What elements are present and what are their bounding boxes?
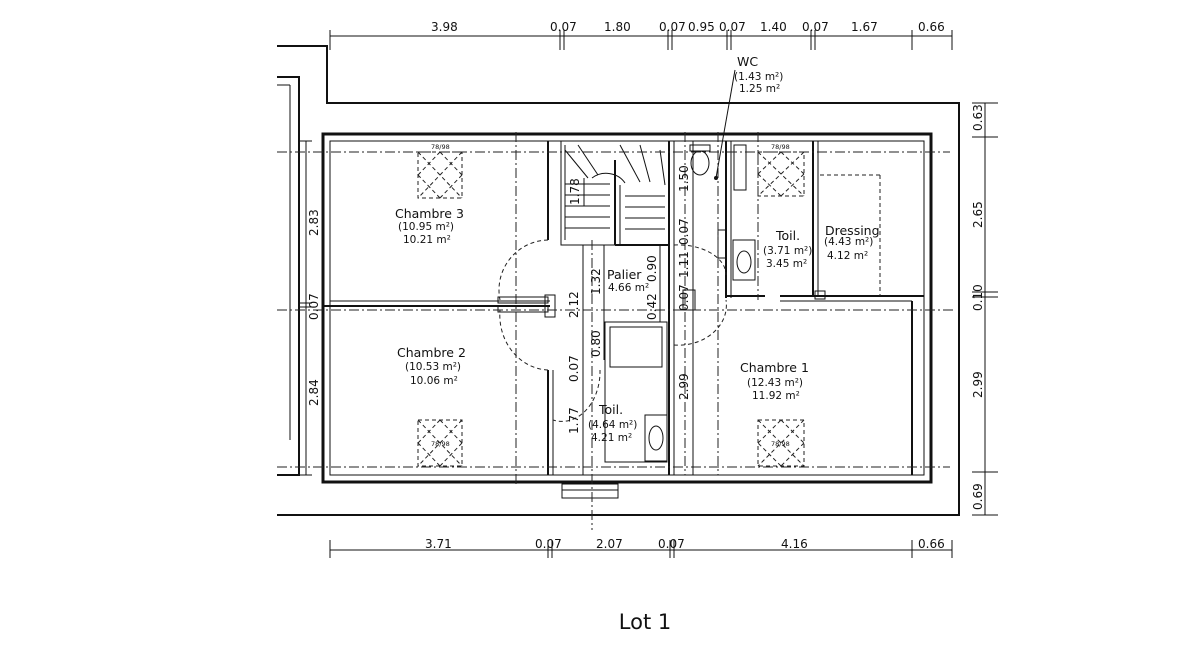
room-area-net: 4.21 m² <box>591 432 632 444</box>
dimension-label: 0.07 <box>719 20 746 34</box>
plan-title: Lot 1 <box>618 610 672 634</box>
dimension-label: 2.99 <box>971 371 985 398</box>
left-dimension-line: 2.83 0.07 2.84 <box>300 140 321 476</box>
interior-walls <box>321 132 933 499</box>
room-toilet-upper: Toil. (3.71 m²) 3.45 m² <box>763 228 812 270</box>
room-area-net: 3.45 m² <box>766 258 807 270</box>
inner-dimensions: 1.78 1.50 0.07 1.11 0.07 1.32 0.90 2.12 … <box>567 141 694 475</box>
dimension-label: 0.90 <box>645 255 659 282</box>
room-palier: Palier 4.66 m² <box>607 267 649 294</box>
dimension-label: 4.16 <box>781 537 808 551</box>
room-chambre2: Chambre 2 (10.53 m²) 10.06 m² <box>397 345 466 387</box>
dimension-label: 3.71 <box>425 537 452 551</box>
dimension-label: 0.07 <box>307 293 321 320</box>
room-area: 4.66 m² <box>608 282 649 294</box>
dimension-label: 2.12 <box>567 291 581 318</box>
room-area-gross: (4.43 m²) <box>824 236 873 248</box>
wc-leader-dot <box>714 176 718 180</box>
room-name: Chambre 1 <box>740 360 809 375</box>
room-area-gross: (10.95 m²) <box>398 221 454 233</box>
window-label: 78/98 <box>431 143 450 151</box>
dimension-label: 0.63 <box>971 104 985 131</box>
room-toilet-center: Toil. (4.64 m²) 4.21 m² <box>588 402 637 444</box>
room-dressing: Dressing (4.43 m²) 4.12 m² <box>824 223 880 262</box>
window-chambre2: 78/98 <box>417 419 463 467</box>
right-dimension-line: 0.63 2.65 0.10 2.99 0.69 <box>971 102 998 516</box>
room-area-net: 4.12 m² <box>827 250 868 262</box>
dimension-label: 1.32 <box>589 268 603 295</box>
room-area-gross: (3.71 m²) <box>763 245 812 257</box>
dimension-label: 2.84 <box>307 379 321 406</box>
room-name: WC <box>737 54 758 69</box>
dimension-label: 0.95 <box>688 20 715 34</box>
dimension-label: 1.78 <box>568 178 582 205</box>
dimension-label: 1.80 <box>604 20 631 34</box>
window-toil-upper: 78/98 <box>757 143 805 197</box>
room-area-net: 10.06 m² <box>410 375 458 387</box>
room-area-gross: (1.43 m²) <box>734 71 783 83</box>
dimension-label: 2.07 <box>596 537 623 551</box>
room-name: Chambre 3 <box>395 206 464 221</box>
room-name: Toil. <box>775 228 800 243</box>
axis-lines <box>277 132 955 530</box>
exterior-outline <box>277 45 960 516</box>
dimension-label: 1.50 <box>677 165 691 192</box>
dimension-label: 0.07 <box>677 218 691 245</box>
window-chambre3: 78/98 <box>417 143 463 199</box>
window-label: 78/98 <box>771 440 790 448</box>
room-area-gross: (4.64 m²) <box>588 419 637 431</box>
room-chambre1: Chambre 1 (12.43 m²) 11.92 m² <box>740 360 809 402</box>
room-area-gross: (12.43 m²) <box>747 377 803 389</box>
dimension-label: 2.99 <box>677 373 691 400</box>
top-dimension-line: 3.98 0.07 1.80 0.07 0.95 0.07 1.40 0.07 … <box>329 20 953 50</box>
dimension-label: 0.07 <box>567 355 581 382</box>
window-label: 78/98 <box>431 440 450 448</box>
room-area-net: 11.92 m² <box>752 390 800 402</box>
room-area-net: 10.21 m² <box>403 234 451 246</box>
dimension-label: 0.07 <box>535 537 562 551</box>
dimension-label: 2.83 <box>307 209 321 236</box>
window-chambre1: 78/98 <box>757 419 805 467</box>
dimension-label: 0.07 <box>677 284 691 311</box>
dimension-label: 3.98 <box>431 20 458 34</box>
dimension-label: 1.67 <box>851 20 878 34</box>
dimension-label: 0.07 <box>658 537 685 551</box>
dimension-label: 2.65 <box>971 201 985 228</box>
dimension-label: 0.07 <box>550 20 577 34</box>
room-name: Chambre 2 <box>397 345 466 360</box>
dimension-label: 0.07 <box>802 20 829 34</box>
dimension-label: 1.11 <box>677 251 691 278</box>
dimension-label: 0.42 <box>645 293 659 320</box>
dimension-label: 0.69 <box>971 483 985 510</box>
room-name: Palier <box>607 267 642 282</box>
window-label: 78/98 <box>771 143 790 151</box>
room-area-gross: (10.53 m²) <box>405 361 461 373</box>
dimension-label: 0.07 <box>659 20 686 34</box>
room-name: Dressing <box>825 223 880 238</box>
wc-leader-line <box>715 69 736 179</box>
dimension-label: 0.10 <box>971 284 985 311</box>
bottom-dimension-line: 3.71 0.07 2.07 0.07 4.16 0.66 <box>329 537 953 558</box>
dimension-label: 1.77 <box>567 407 581 434</box>
room-name: Toil. <box>598 402 623 417</box>
room-wc: WC (1.43 m²) 1.25 m² <box>714 54 783 180</box>
dimension-label: 1.40 <box>760 20 787 34</box>
dimension-label: 0.66 <box>918 537 945 551</box>
dimension-label: 0.80 <box>589 330 603 357</box>
room-chambre3: Chambre 3 (10.95 m²) 10.21 m² <box>395 206 464 246</box>
dimension-label: 0.66 <box>918 20 945 34</box>
room-area-net: 1.25 m² <box>739 83 780 95</box>
